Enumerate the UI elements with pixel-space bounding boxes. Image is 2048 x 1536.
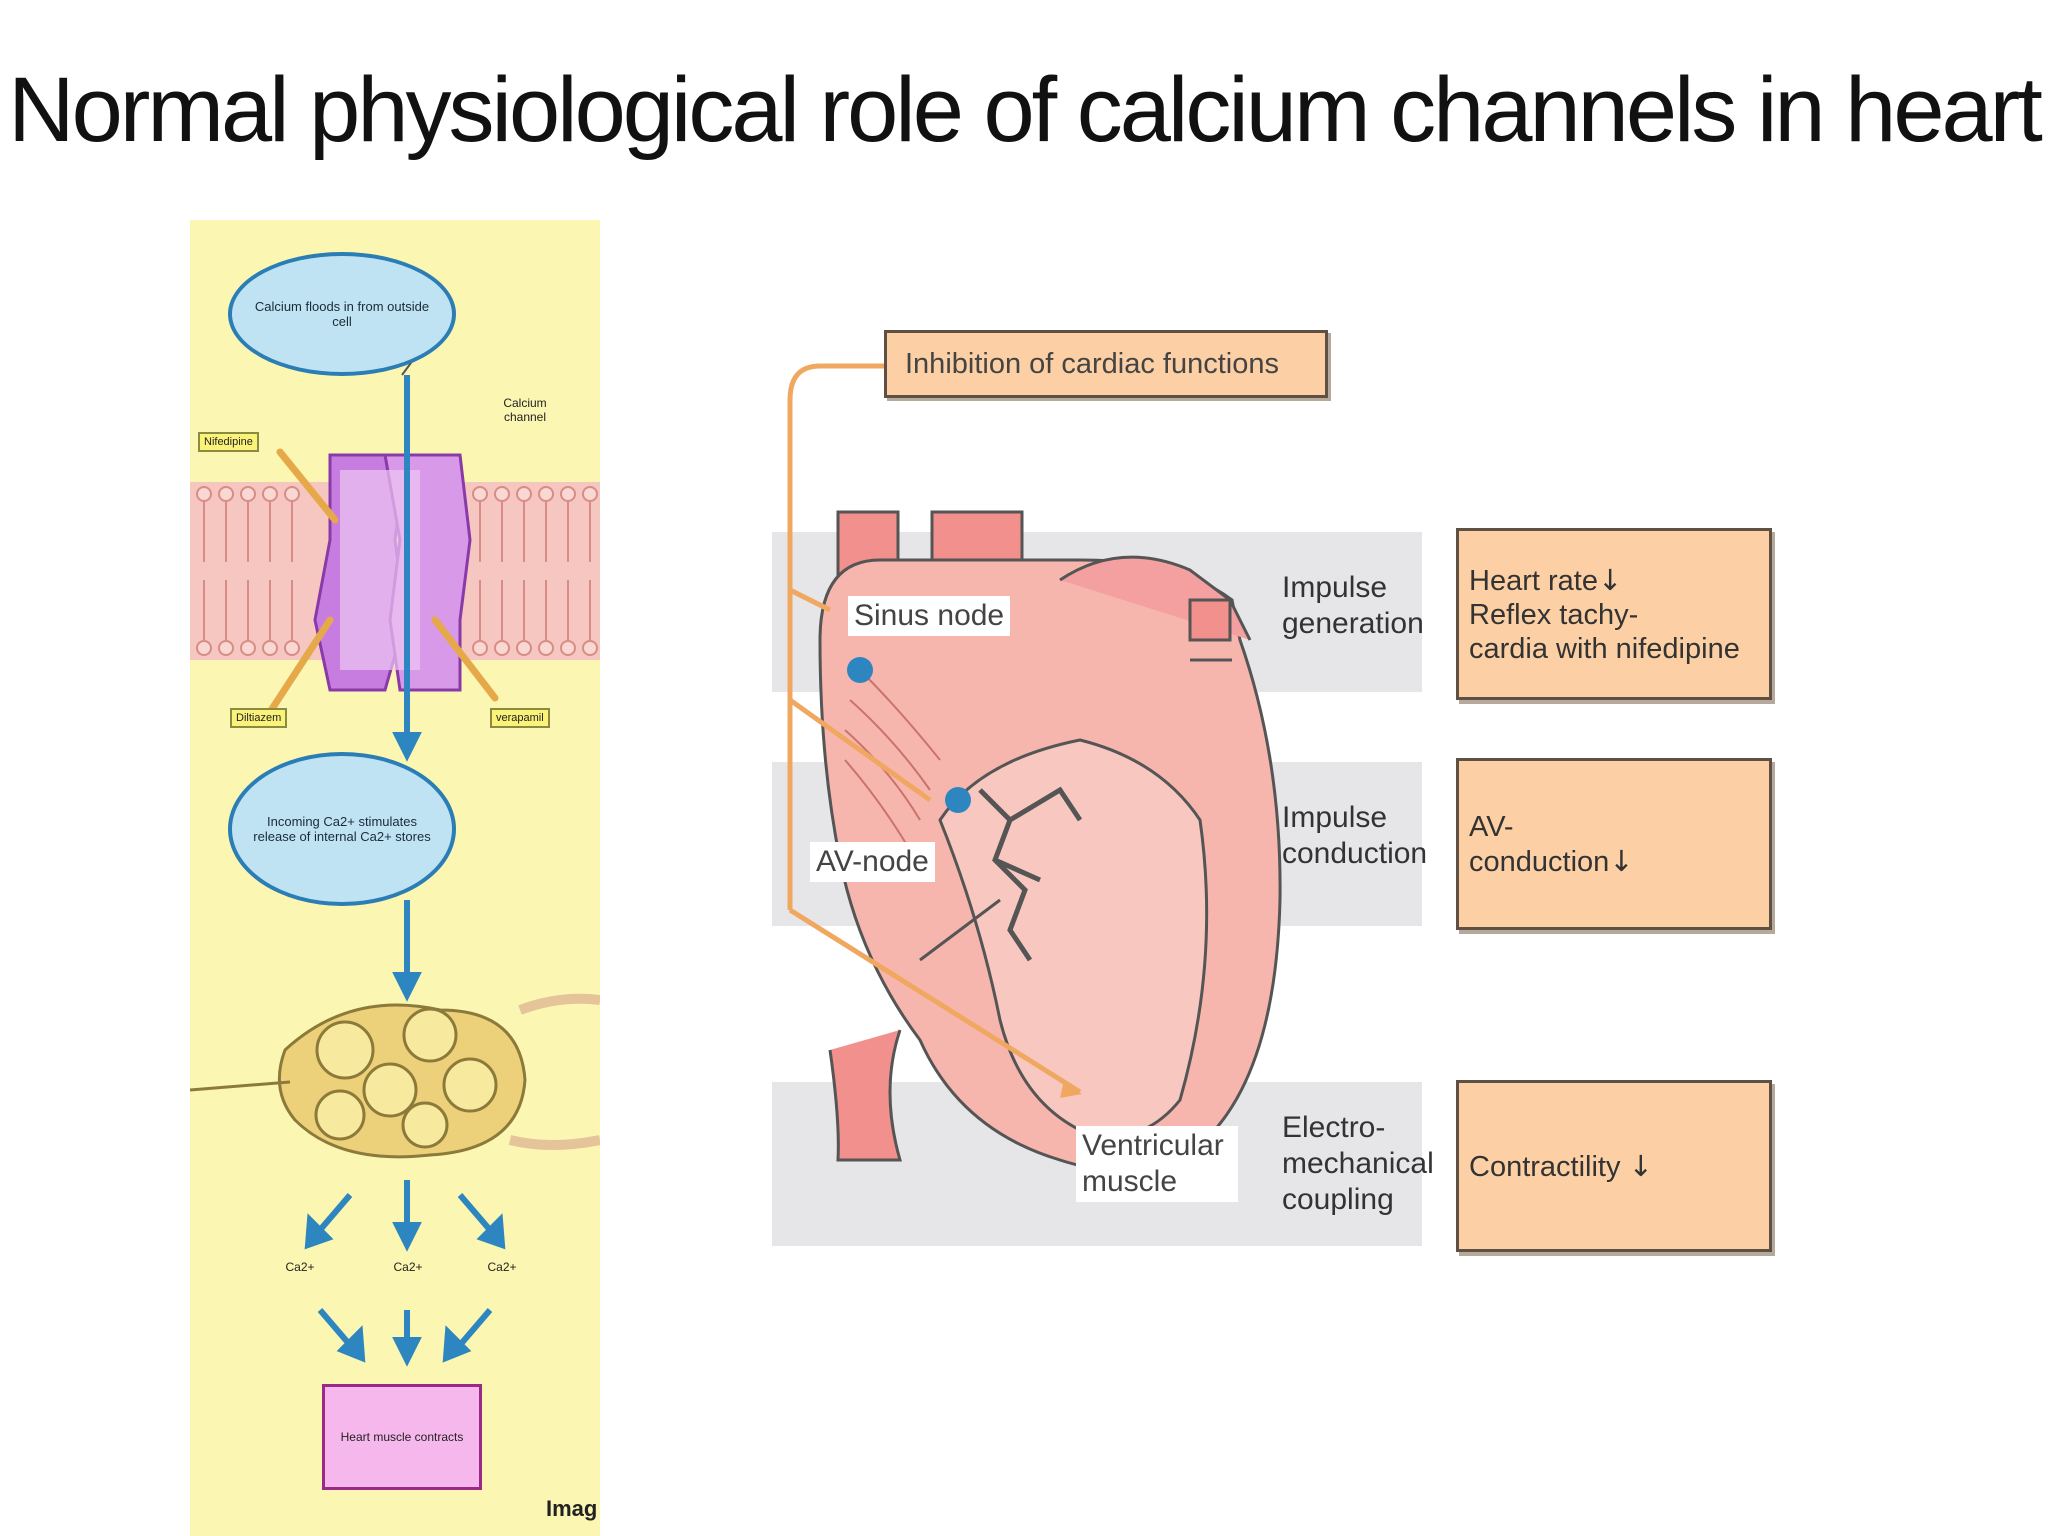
effect-contractility: Contractility ↓: [1456, 1080, 1772, 1252]
effect-text: Reflex tachy-: [1469, 598, 1639, 631]
sinus-node-dot: [847, 657, 873, 683]
ventricular-arrowhead: [1060, 1080, 1082, 1098]
sinus-node-label: Sinus node: [848, 596, 1011, 636]
process-line: conduction: [1282, 837, 1428, 870]
slide-title: Normal physiological role of calcium cha…: [8, 59, 2043, 161]
av-node-label: AV-node: [810, 842, 935, 882]
lipid-heads: [196, 486, 598, 656]
ventricular-muscle-label: Ventricular muscle: [1076, 1126, 1238, 1202]
down-arrow-icon: ↓: [1628, 1148, 1653, 1183]
inhibition-box: Inhibition of cardiac functions: [884, 330, 1328, 398]
calcium-ion-3: Ca2+: [487, 1260, 517, 1274]
effect-text: AV-: [1469, 810, 1514, 843]
calcium-stores: [277, 1003, 527, 1159]
effect-text: conduction: [1469, 845, 1610, 878]
down-arrow-icon: ↓: [1597, 562, 1623, 597]
nifedipine-label: Nifedipine: [198, 432, 259, 452]
verapamil-label: verapamil: [490, 708, 550, 728]
calcium-release-oval: Incoming Ca2+ stimulates release of inte…: [228, 752, 456, 906]
image-credit: Imag: [546, 1496, 598, 1521]
diltiazem-label: Diltiazem: [230, 708, 288, 728]
av-node-dot: [945, 787, 971, 813]
drug-guide-lines: [266, 448, 499, 716]
calcium-channel-label: Calcium channel: [503, 396, 547, 424]
effect-text: cardia with nifedipine: [1469, 632, 1740, 665]
process-line: mechanical: [1282, 1147, 1434, 1180]
heart-contracts-box: Heart muscle contracts: [322, 1384, 482, 1490]
calcium-pathway-panel: Calcium floods in from outside cell Calc…: [190, 220, 600, 1536]
process-line: generation: [1282, 607, 1424, 640]
process-impulse-conduction: Impulse conduction: [1282, 800, 1427, 872]
process-electromechanical: Electro- mechanical coupling: [1282, 1110, 1434, 1218]
ventricular-line-1: Ventricular: [1082, 1129, 1224, 1162]
inhibition-guide-lines: [787, 363, 1082, 1095]
process-impulse-generation: Impulse generation: [1282, 570, 1424, 642]
down-arrow-icon: ↓: [1609, 843, 1634, 878]
lipid-tails: [203, 502, 591, 640]
effect-av-conduction: AV- conduction↓: [1456, 758, 1772, 930]
ventricular-line-2: muscle: [1082, 1165, 1178, 1198]
calcium-pathway-drawing: [190, 309, 600, 1367]
calcium-ion-2: Ca2+: [393, 1260, 423, 1274]
effect-text: Heart rate: [1469, 564, 1598, 597]
calcium-influx-oval: Calcium floods in from outside cell: [228, 252, 456, 376]
process-line: coupling: [1282, 1183, 1394, 1216]
process-line: Electro-: [1282, 1111, 1386, 1144]
effect-heart-rate: Heart rate↓ Reflex tachy- cardia with ni…: [1456, 528, 1772, 700]
calcium-ion-1: Ca2+: [285, 1260, 315, 1274]
effect-text: Contractility: [1469, 1150, 1621, 1183]
calcium-flow-arrows: [304, 375, 506, 1367]
process-line: Impulse: [1282, 571, 1388, 604]
process-line: Impulse: [1282, 801, 1388, 834]
his-bundle: [978, 786, 1083, 962]
